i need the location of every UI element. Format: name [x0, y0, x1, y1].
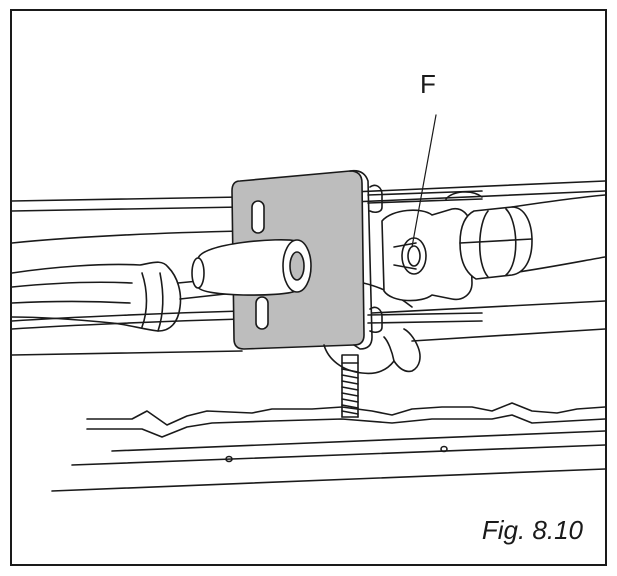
upper-rail [12, 180, 605, 244]
callout-leader-line [411, 114, 437, 248]
lower-rails [12, 300, 605, 356]
puller-plate [191, 169, 373, 350]
figure-frame: F Fig. 8.10 [10, 9, 607, 566]
figure-caption: Fig. 8.10 [481, 515, 583, 545]
threaded-stud [341, 362, 359, 418]
corrugated-panel [51, 402, 605, 492]
technical-illustration [12, 114, 605, 492]
callout-label-f: F [420, 69, 436, 99]
coupling-fitting [381, 191, 533, 302]
